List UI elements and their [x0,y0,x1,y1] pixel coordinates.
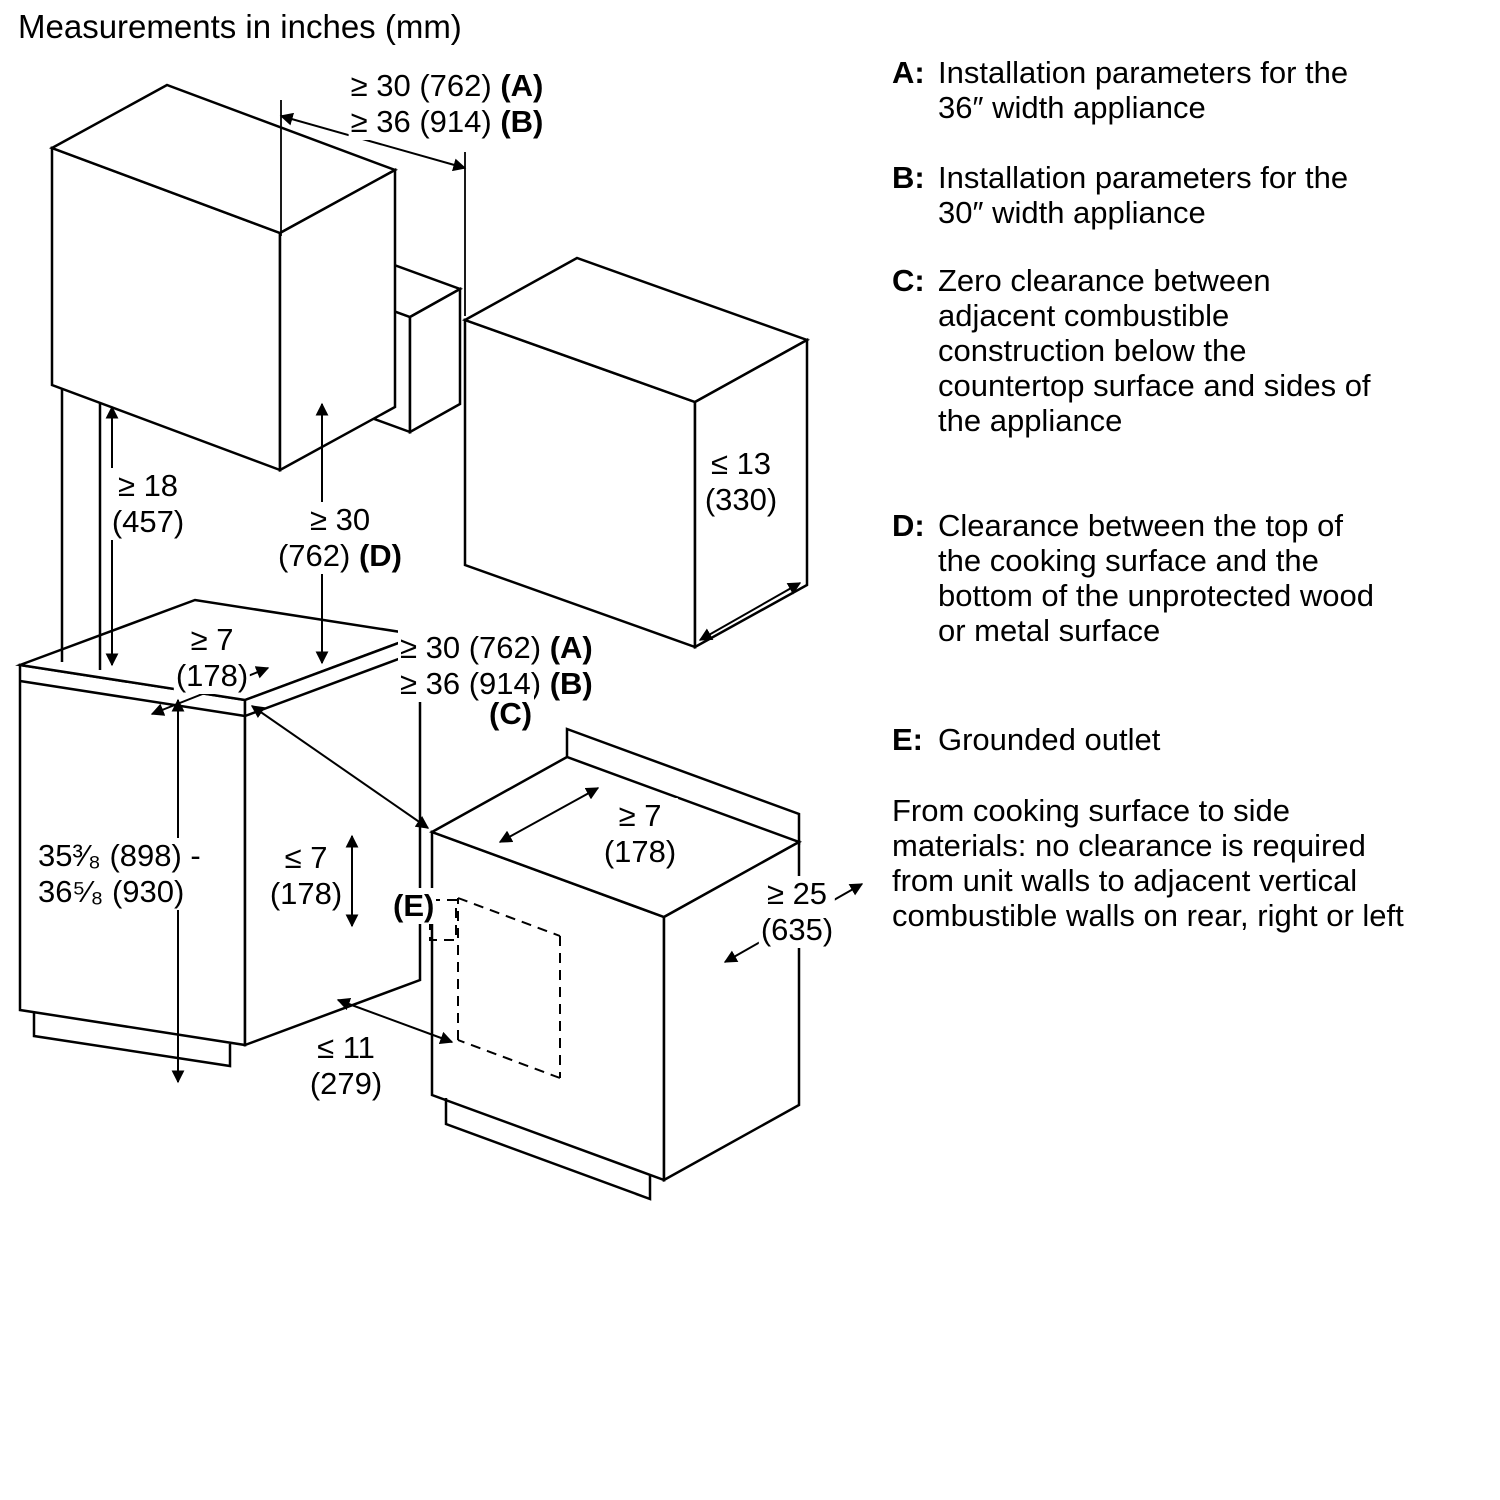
dim-value: ≥ 7 [618,798,662,833]
upper-right-cabinet-box [461,256,811,650]
dim-value: ≥ 25 [766,876,828,911]
dim-value: ≥ 18 [117,468,179,503]
dim-value: ≥ 30 [309,502,371,537]
dim-label-depth13: ≤ 13 (330) [702,446,780,518]
side-face [278,167,397,473]
dim-label-hood-clearance: ≥ 30 (762) (D) [275,502,405,574]
counter-edge-line [244,649,421,718]
legend-text-d: Clearance between the top of the cooking… [938,508,1375,648]
dim-label-left7: ≥ 7 (178) [173,622,251,694]
dim-value: ≤ 13 [710,446,772,481]
legend-item-d: D: Clearance between the top of the cook… [892,508,1374,648]
dim-depth13-arrow [698,582,802,641]
dim-label-top-width: ≥ 30 (762) (A) ≥ 36 (914) (B) [348,68,546,140]
dim-value: (279) [309,1066,383,1101]
legend-text-a: Installation parameters for the 36″ widt… [938,55,1349,125]
dim-value: ≥ 36 (914) [400,666,542,701]
dim-label-mid-width: ≥ 30 (762) (A) ≥ 36 (914) (B) [398,630,595,702]
dim-mid-width-arrow [250,705,430,829]
dim-label-depth25: ≥ 25 (635) [758,876,836,948]
legend-text-e: Grounded outlet [938,722,1161,757]
dim-value: ≥ 30 (762) [400,630,542,665]
dim-ref: (D) [358,538,403,573]
legend-key-d: D: [892,508,925,543]
dim-value: (635) [760,912,834,947]
dim-value: (178) [269,876,343,911]
dim-value: ≤ 11 [317,1030,375,1065]
dim-label-counter-height: 35³⁄₈ (898) - 36⁵⁄₈ (930) [36,838,203,910]
dim-value: ≤ 7 [284,840,328,875]
dim-ref: (B) [549,666,593,701]
dim-value: (457) [111,504,185,539]
dim-label-c: (C) [487,696,535,732]
toe-kick [444,1098,652,1201]
legend-text-b: Installation parameters for the 30″ widt… [938,160,1349,230]
dim-outlet11-arrow [336,997,454,1045]
dim-top-width-arrow [279,112,467,172]
legend-footer: From cooking surface to side materials: … [892,793,1404,933]
dim-label-e: (E) [391,888,437,924]
dim-value: 36⁵⁄₈ (930) [38,874,185,909]
dim-right7-arrow [498,787,600,843]
legend-key-b: B: [892,160,925,195]
legend-text-c: Zero clearance between adjacent combusti… [938,263,1371,438]
legend-key-a: A: [892,55,925,90]
dim-value: (178) [603,834,677,869]
legend-key-e: E: [892,722,923,757]
dim-label-outlet11: ≤ 11 (279) [307,1030,385,1102]
side-face [408,286,462,435]
dim-ref: (C) [489,696,533,731]
dim-ref: (A) [549,630,593,665]
dim-ref: (A) [500,68,544,103]
dim-value: (178) [175,658,249,693]
vent-duct [60,389,102,670]
legend-item-a: A: Installation parameters for the 36″ w… [892,55,1348,125]
page-title: Measurements in inches (mm) [18,8,462,45]
dim-value: 35³⁄₈ (898) - [38,838,201,873]
dim-ref: (E) [393,888,435,923]
upper-left-cabinet-box [49,83,398,473]
dim-value: (330) [704,482,778,517]
dim-value: (762) [277,538,351,573]
dim-value: ≥ 7 [190,622,234,657]
toe-kick [32,1012,232,1068]
dim-value: ≥ 30 (762) [350,68,492,103]
hidden-edge [457,897,561,937]
legend-item-c: C: Zero clearance between adjacent combu… [892,263,1371,438]
legend-key-c: C: [892,263,925,298]
dim-label-outlet7: ≤ 7 (178) [267,840,345,912]
legend-item-b: B: Installation parameters for the 30″ w… [892,160,1348,230]
hidden-edge [457,1039,561,1079]
dim-value: ≥ 36 (914) [350,104,492,139]
legend-item-e: E: Grounded outlet [892,722,1160,757]
dim-label-hood-height: ≥ 18 (457) [109,468,187,540]
dim-ref: (B) [500,104,544,139]
dim-label-right7: ≥ 7 (178) [601,798,679,870]
